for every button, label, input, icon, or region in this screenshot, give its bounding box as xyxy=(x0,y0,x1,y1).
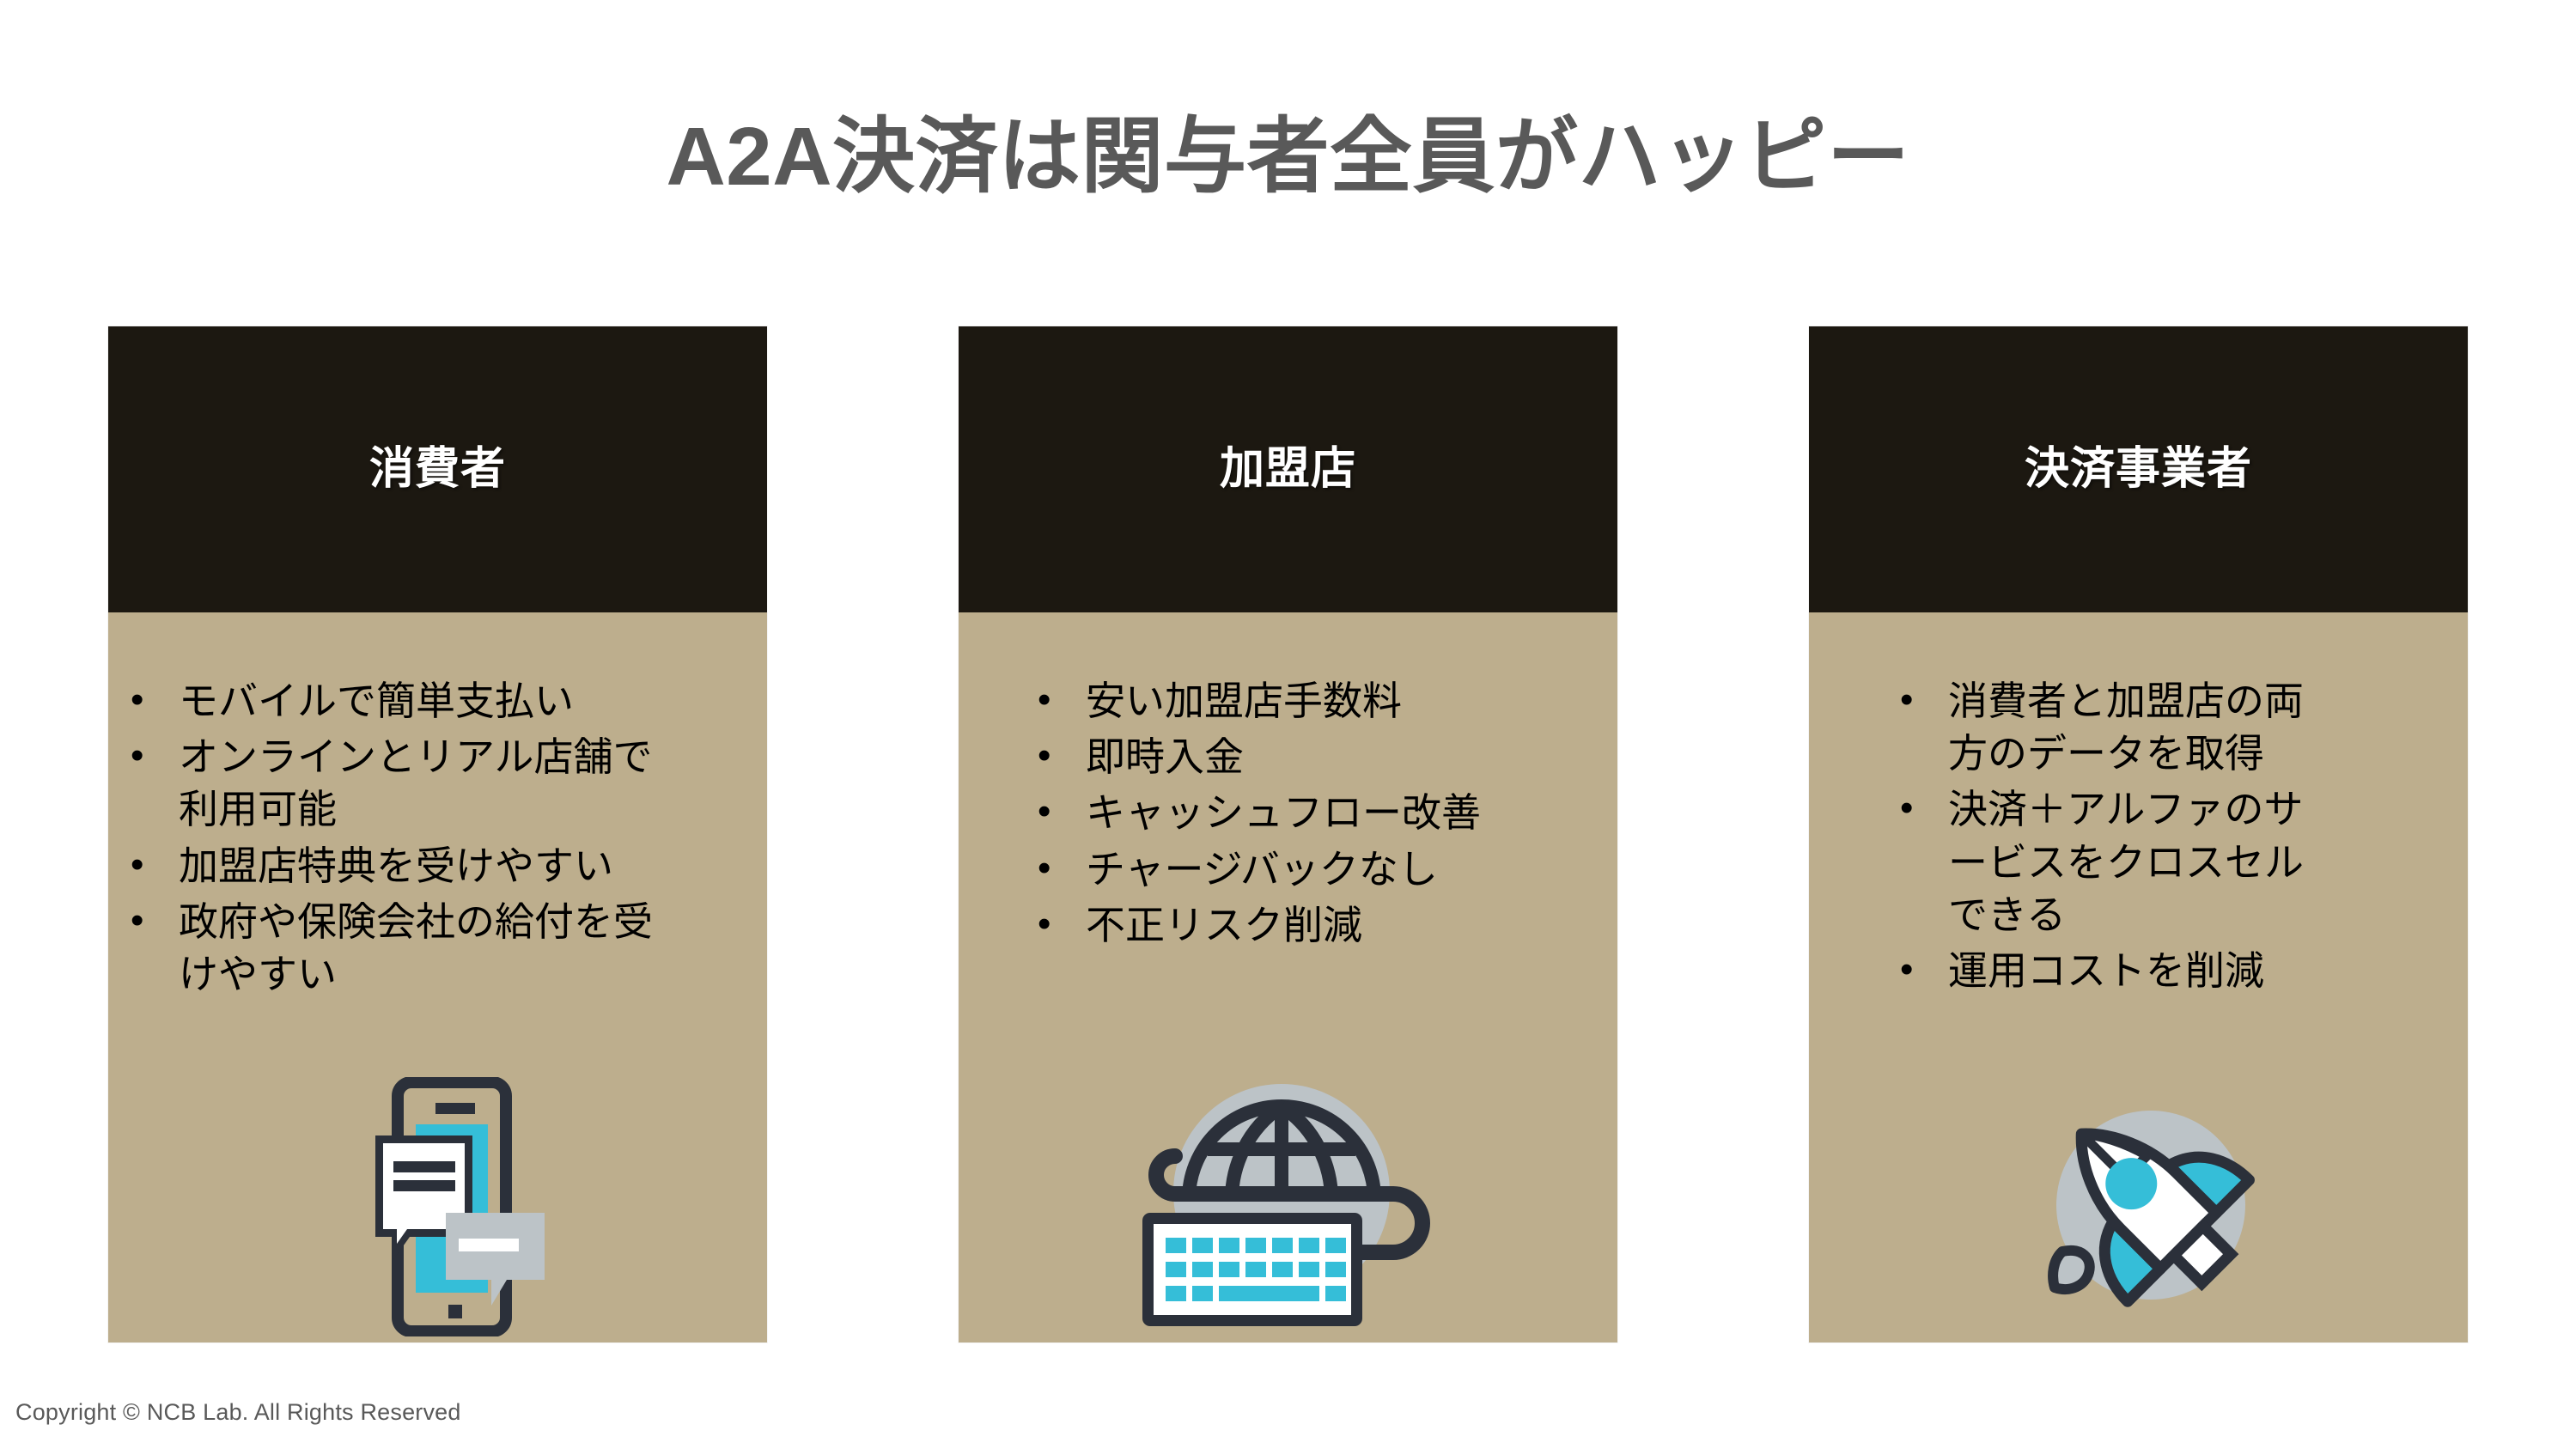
bullet-text: 加盟店特典を受けやすい xyxy=(179,843,613,888)
bullet-text: 不正リスク削減 xyxy=(1086,902,1362,947)
card-merchant-title: 加盟店 xyxy=(1219,444,1356,495)
list-item: • 不正リスク削減 xyxy=(1038,899,1519,952)
list-item: • 加盟店特典を受けやすい xyxy=(131,840,663,892)
bullet-text: モバイルで簡単支払い xyxy=(179,679,574,723)
bullet-text: 政府や保険会社の給付を受けやすい xyxy=(179,898,653,996)
card-merchant-icon-area xyxy=(959,1046,1617,1342)
bullet-marker-icon: • xyxy=(1900,679,1914,721)
bullet-text: 決済＋アルファのサービスをクロスセルできる xyxy=(1948,787,2304,937)
bullet-marker-icon: • xyxy=(131,843,144,886)
list-item: • チャージバックなし xyxy=(1038,843,1519,896)
benefit-cards-row: 消費者 • モバイルで簡単支払い • オンラインとリアル店舗で利用可能 • 加盟… xyxy=(108,326,2468,1344)
list-item: • オンラインとリアル店舗で利用可能 xyxy=(131,731,663,836)
card-payment-provider-bullet-list: • 消費者と加盟店の両方のデータを取得 • 決済＋アルファのサービスをクロスセル… xyxy=(1900,675,2329,1001)
list-item: • キャッシュフロー改善 xyxy=(1038,787,1519,839)
card-consumer-title: 消費者 xyxy=(368,444,506,495)
card-consumer-header: 消費者 xyxy=(108,326,767,612)
bullet-marker-icon: • xyxy=(131,679,144,721)
card-consumer: 消費者 • モバイルで簡単支払い • オンラインとリアル店舗で利用可能 • 加盟… xyxy=(108,326,767,1342)
list-item: • 消費者と加盟店の両方のデータを取得 xyxy=(1900,675,2329,780)
list-item: • 決済＋アルファのサービスをクロスセルできる xyxy=(1900,783,2329,941)
bullet-marker-icon: • xyxy=(1900,947,1914,990)
list-item: • モバイルで簡単支払い xyxy=(131,675,663,728)
list-item: • 政府や保険会社の給付を受けやすい xyxy=(131,896,663,1001)
card-consumer-bullet-list: • モバイルで簡単支払い • オンラインとリアル店舗で利用可能 • 加盟店特典を… xyxy=(131,675,663,1004)
bullet-text: 消費者と加盟店の両方のデータを取得 xyxy=(1948,679,2304,776)
card-payment-provider-header: 決済事業者 xyxy=(1809,326,2468,612)
bullet-marker-icon: • xyxy=(1038,734,1051,777)
card-payment-provider-body: • 消費者と加盟店の両方のデータを取得 • 決済＋アルファのサービスをクロスセル… xyxy=(1809,612,2468,1342)
bullet-marker-icon: • xyxy=(131,734,144,777)
card-merchant-body: • 安い加盟店手数料 • 即時入金 • キャッシュフロー改善 • チャージバック… xyxy=(959,612,1617,1342)
card-consumer-icon-area xyxy=(108,1044,767,1342)
bullet-marker-icon: • xyxy=(1038,846,1051,889)
card-merchant-bullet-list: • 安い加盟店手数料 • 即時入金 • キャッシュフロー改善 • チャージバック… xyxy=(1038,675,1519,955)
page-title: A2A決済は関与者全員がハッピー xyxy=(666,111,1910,204)
bullet-text: チャージバックなし xyxy=(1086,846,1438,892)
card-consumer-body: • モバイルで簡単支払い • オンラインとリアル店舗で利用可能 • 加盟店特典を… xyxy=(108,612,767,1342)
list-item: • 即時入金 xyxy=(1038,731,1519,783)
bullet-marker-icon: • xyxy=(1900,787,1914,830)
bullet-text: オンラインとリアル店舗で利用可能 xyxy=(179,734,653,832)
card-payment-provider: 決済事業者 • 消費者と加盟店の両方のデータを取得 • 決済＋アルファのサービス… xyxy=(1809,326,2468,1342)
list-item: • 運用コストを削減 xyxy=(1900,945,2329,997)
card-payment-provider-icon-area xyxy=(1809,1026,2468,1342)
footer-copyright: Copyright © NCB Lab. All Rights Reserved xyxy=(15,1399,461,1425)
card-payment-provider-title: 決済事業者 xyxy=(2024,444,2252,495)
bullet-marker-icon: • xyxy=(131,898,144,941)
bullet-text: 運用コストを削減 xyxy=(1948,947,2264,993)
bullet-marker-icon: • xyxy=(1038,790,1051,833)
globe-keyboard-icon xyxy=(1142,1084,1430,1326)
bullet-text: 安い加盟店手数料 xyxy=(1086,679,1402,723)
bullet-marker-icon: • xyxy=(1038,902,1051,945)
card-merchant: 加盟店 • 安い加盟店手数料 • 即時入金 • キャッシュフロー改善 xyxy=(959,326,1617,1342)
smartphone-chat-icon xyxy=(375,1077,545,1336)
card-merchant-header: 加盟店 xyxy=(959,326,1617,612)
list-item: • 安い加盟店手数料 xyxy=(1038,675,1519,728)
bullet-marker-icon: • xyxy=(1038,679,1051,721)
bullet-text: キャッシュフロー改善 xyxy=(1086,790,1481,836)
bullet-text: 即時入金 xyxy=(1086,734,1244,780)
rocket-icon xyxy=(2048,1111,2255,1307)
